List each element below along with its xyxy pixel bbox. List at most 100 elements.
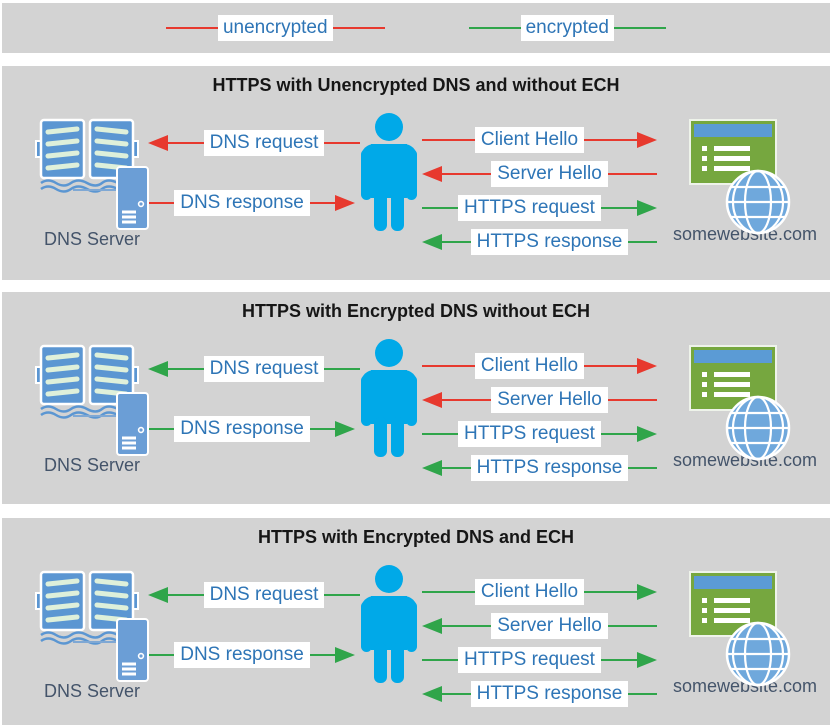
arrow-line (607, 399, 658, 401)
arrow-https-response: HTTPS response (422, 229, 658, 255)
dns-tower-icon (116, 618, 149, 682)
arrow-line (309, 654, 335, 656)
arrow-line (442, 241, 471, 243)
arrow-line (168, 368, 204, 370)
arrow-dns-response: DNS response (149, 416, 355, 442)
arrow-server-hello: Server Hello (422, 613, 658, 639)
arrow-dns-response: DNS response (149, 642, 355, 668)
website-icon (689, 571, 791, 691)
arrow-line (422, 365, 475, 367)
arrow-line (442, 467, 471, 469)
arrow-label: HTTPS request (458, 421, 601, 447)
globe-icon (725, 169, 791, 235)
arrow-label: DNS request (203, 356, 325, 382)
arrowhead-icon (422, 234, 442, 250)
arrowhead-icon (637, 358, 657, 374)
arrow-label: HTTPS request (458, 647, 601, 673)
arrowhead-icon (637, 200, 657, 216)
arrow-server-hello: Server Hello (422, 161, 658, 187)
arrow-label: DNS response (174, 416, 310, 442)
arrow-server-hello: Server Hello (422, 387, 658, 413)
arrowhead-icon (422, 618, 442, 634)
globe-icon (725, 395, 791, 461)
arrow-line (149, 654, 175, 656)
legend-item-encrypted: encrypted (468, 15, 667, 41)
dns-server-caption: DNS Server (44, 681, 141, 701)
legend-strip: unencrypted encrypted (2, 3, 830, 53)
arrow-line (628, 241, 658, 243)
arrow-label: DNS request (203, 582, 325, 608)
arrowhead-icon (422, 392, 442, 408)
legend-encrypted-line-icon (468, 27, 521, 29)
connector-line (73, 189, 118, 191)
arrow-label: HTTPS response (470, 681, 629, 707)
arrow-line (149, 428, 175, 430)
legend-unencrypted-line-icon (332, 27, 385, 29)
arrow-line (607, 173, 658, 175)
arrow-line (422, 659, 459, 661)
arrow-dns-request: DNS request (148, 582, 360, 608)
arrow-label: Server Hello (491, 387, 608, 413)
arrow-line (628, 693, 658, 695)
arrow-line (442, 399, 492, 401)
arrowhead-icon (422, 460, 442, 476)
arrow-https-request: HTTPS request (422, 647, 657, 673)
arrow-label: Server Hello (491, 161, 608, 187)
arrowhead-icon (148, 361, 168, 377)
legend-item-unencrypted: unencrypted (165, 15, 385, 41)
arrowhead-icon (637, 652, 657, 668)
panel-title: HTTPS with Unencrypted DNS and without E… (212, 75, 620, 95)
arrow-dns-request: DNS request (148, 130, 360, 156)
arrowhead-icon (335, 421, 355, 437)
arrow-line (600, 207, 637, 209)
panel-unencrypted-dns-without-ech: HTTPS with Unencrypted DNS and without E… (2, 66, 830, 280)
arrow-line (422, 591, 475, 593)
arrow-line (422, 207, 459, 209)
arrowhead-icon (637, 584, 657, 600)
legend-encrypted-line-icon (614, 27, 667, 29)
dns-tower-icon (116, 392, 149, 456)
panel-title: HTTPS with Encrypted DNS and ECH (257, 527, 575, 547)
arrowhead-icon (148, 587, 168, 603)
arrow-line (168, 142, 204, 144)
connector-line (73, 415, 118, 417)
website-caption: somewebsite.com (672, 676, 818, 696)
arrow-line (149, 202, 175, 204)
arrow-line (584, 365, 637, 367)
arrow-line (309, 428, 335, 430)
arrow-label: HTTPS response (470, 229, 629, 255)
arrowhead-icon (335, 195, 355, 211)
arrowhead-icon (422, 686, 442, 702)
arrow-label: Client Hello (474, 579, 585, 605)
panel-encrypted-dns-without-ech: HTTPS with Encrypted DNS without ECH DNS… (2, 292, 830, 504)
arrowhead-icon (335, 647, 355, 663)
browser-window-icon (689, 119, 777, 185)
arrowhead-icon (637, 426, 657, 442)
dns-server-caption: DNS Server (44, 455, 141, 475)
arrow-client-hello: Client Hello (422, 579, 657, 605)
dns-book-icon (35, 118, 139, 193)
arrow-dns-request: DNS request (148, 356, 360, 382)
panel-encrypted-dns-and-ech: HTTPS with Encrypted DNS and ECH DNS Ser… (2, 518, 830, 725)
connector-line (73, 641, 118, 643)
legend-unencrypted-line-icon (165, 27, 218, 29)
dns-book-icon (35, 570, 139, 645)
arrow-label: Server Hello (491, 613, 608, 639)
arrow-https-response: HTTPS response (422, 455, 658, 481)
arrow-line (442, 173, 492, 175)
panel-title: HTTPS with Encrypted DNS without ECH (241, 301, 590, 321)
arrow-line (628, 467, 658, 469)
arrowhead-icon (637, 132, 657, 148)
arrow-https-request: HTTPS request (422, 421, 657, 447)
dns-tower-icon (116, 166, 149, 230)
person-icon (361, 565, 417, 683)
arrow-line (584, 591, 637, 593)
legend-label: encrypted (520, 15, 615, 41)
arrow-line (422, 433, 459, 435)
person-icon (361, 339, 417, 457)
arrow-line (442, 625, 492, 627)
globe-icon (725, 621, 791, 687)
arrow-label: HTTPS response (470, 455, 629, 481)
arrow-line (607, 625, 658, 627)
